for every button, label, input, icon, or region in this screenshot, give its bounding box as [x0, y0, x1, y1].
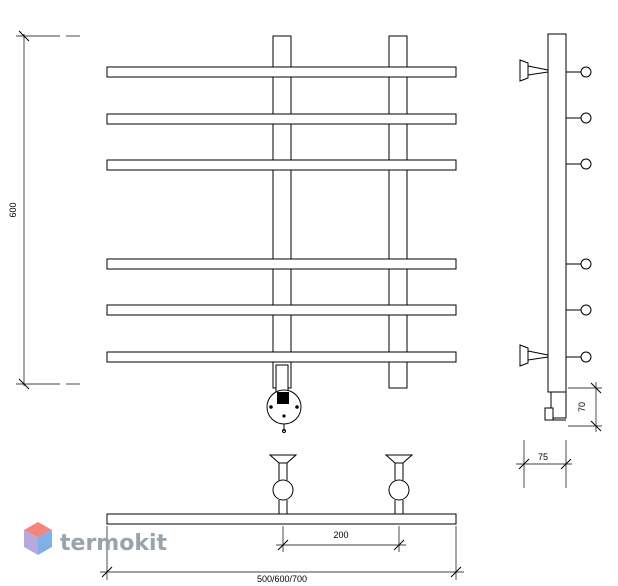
rail-ends: [566, 66, 592, 363]
width-label: 500/600/700: [257, 574, 307, 584]
top-view: 200 500/600/700: [100, 454, 464, 584]
top-rail: [106, 513, 457, 525]
front-view: 600: [8, 30, 457, 433]
side-post: [547, 33, 567, 393]
wall-mount-bottom: [519, 344, 549, 367]
heater-side: [544, 391, 567, 421]
rail-2: [106, 113, 457, 125]
rail-1: [106, 66, 457, 78]
logo-cube-icon: [24, 522, 52, 555]
heater-connector: [266, 364, 302, 433]
heater-neck: [275, 364, 289, 394]
spacing-dimension: 200: [276, 526, 406, 552]
offset-label: 70: [577, 402, 587, 412]
spacing-label: 200: [333, 530, 348, 540]
heater-switch: [277, 392, 289, 404]
logo-text: termokit: [60, 531, 167, 556]
rail-4: [106, 258, 457, 270]
rail-5: [106, 304, 457, 316]
left-vertical-post: [272, 35, 292, 389]
depth-label: 75: [538, 452, 548, 462]
termokit-logo: termokit: [24, 522, 167, 556]
side-view: 70 75: [516, 33, 602, 488]
right-vertical-post: [388, 35, 408, 389]
wall-mount-top: [519, 59, 549, 82]
height-dimension: 600: [8, 30, 80, 390]
top-mount-right: [384, 454, 414, 514]
depth-dimension: 75: [516, 440, 572, 488]
offset-dimension: 70: [568, 382, 602, 432]
rail-6: [106, 351, 457, 363]
height-label: 600: [8, 202, 18, 217]
rail-3: [106, 159, 457, 171]
width-dimension: 500/600/700: [100, 526, 464, 584]
top-mount-left: [268, 454, 298, 514]
